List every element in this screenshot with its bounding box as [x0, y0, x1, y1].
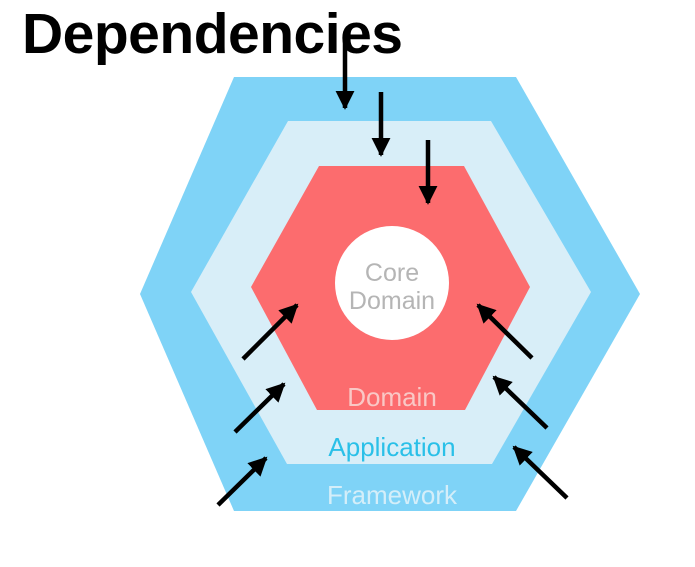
slide-title: Dependencies — [22, 2, 403, 66]
framework-label: Framework — [327, 480, 458, 510]
arrow-left-outer-icon — [216, 456, 268, 507]
core-label-line1: Core — [365, 259, 419, 287]
arrow-left-middle-icon — [233, 382, 286, 434]
core-domain-circle — [335, 226, 449, 340]
domain-label: Domain — [347, 382, 437, 412]
core-label-line2: Domain — [349, 287, 435, 315]
arrow-right-middle-icon — [492, 375, 549, 430]
arrow-left-inner-icon — [241, 303, 299, 361]
arrow-right-outer-icon — [512, 445, 569, 500]
application-label: Application — [328, 432, 455, 462]
arrow-right-inner-icon — [476, 303, 534, 360]
